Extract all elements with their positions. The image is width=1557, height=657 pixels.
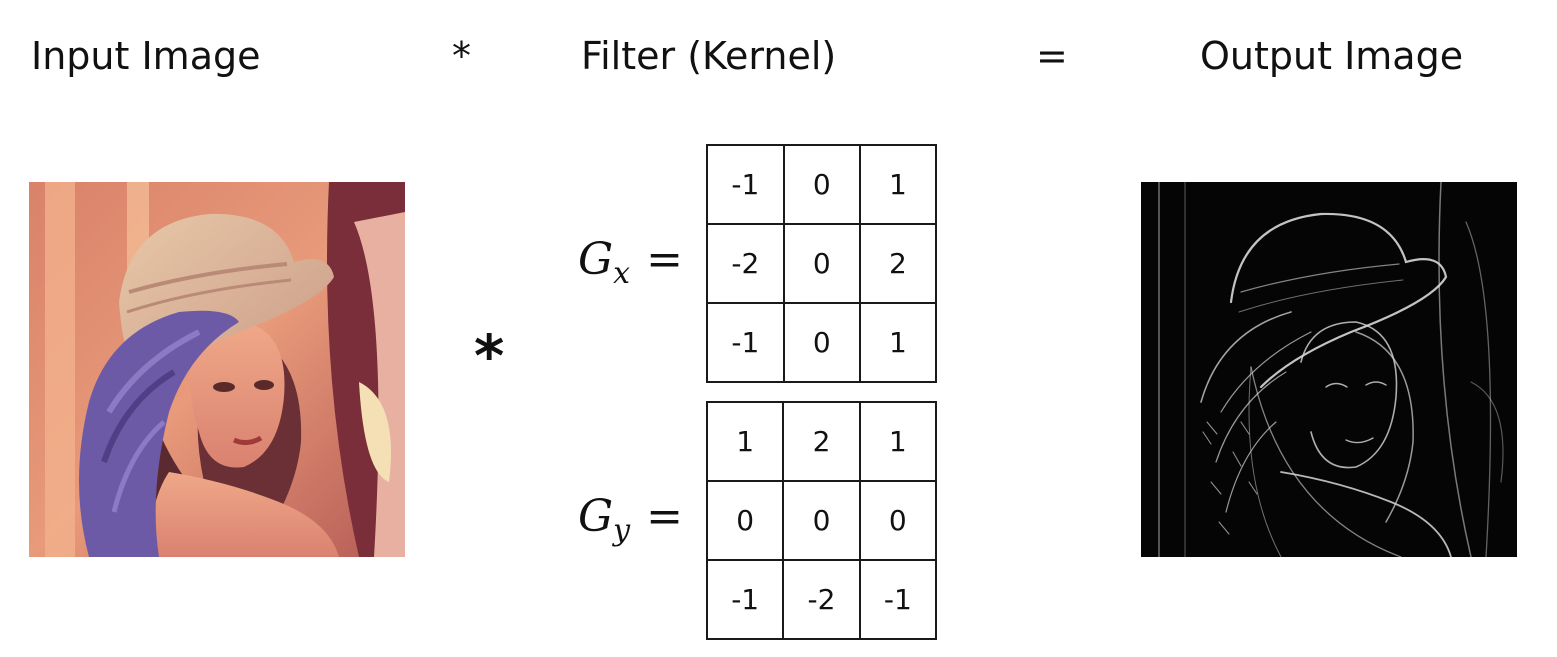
matrix-cell: 0 [782,302,861,383]
gx-symbol: G [578,234,614,285]
convolution-operator: * [452,34,471,78]
equals-operator: = [1036,34,1068,78]
matrix-row: 1 2 1 [705,401,938,482]
matrix-cell: 0 [858,480,938,561]
matrix-cell: 2 [782,401,861,482]
gy-subscript: y [613,513,631,548]
gy-symbol: G [578,491,614,542]
matrix-row: -2 0 2 [706,223,938,304]
matrix-cell: 0 [782,223,861,304]
matrix-row: -1 0 1 [706,144,938,225]
gy-equals: = [646,491,683,542]
matrix-cell: 2 [858,223,938,304]
matrix-row: 0 0 0 [705,480,938,561]
matrix-cell: -1 [858,559,938,640]
output-edge-image [1141,182,1517,557]
gx-equals: = [646,234,683,285]
matrix-cell: 1 [858,302,938,383]
gx-subscript: x [613,256,631,291]
convolution-operator-large: * [474,322,505,390]
matrix-cell: 0 [782,480,861,561]
matrix-row: -1 -2 -1 [705,559,938,640]
input-image-title: Input Image [31,34,261,78]
matrix-cell: 1 [858,144,938,225]
matrix-cell: 0 [782,144,861,225]
matrix-cell: 1 [705,401,785,482]
matrix-cell: -1 [705,559,785,640]
kernel-gx-matrix: -1 0 1 -2 0 2 -1 0 1 [706,144,938,383]
kernel-gy-matrix: 1 2 1 0 0 0 -1 -2 -1 [705,401,938,640]
gx-label: Gx = [578,232,683,302]
matrix-cell: 0 [705,480,785,561]
matrix-cell: 1 [858,401,938,482]
matrix-cell: -2 [706,223,785,304]
filter-kernel-title: Filter (Kernel) [581,34,837,78]
matrix-cell: -1 [706,302,785,383]
gy-label: Gy = [578,489,683,559]
matrix-row: -1 0 1 [706,302,938,383]
input-photo [29,182,405,557]
matrix-cell: -2 [782,559,861,640]
output-image-title: Output Image [1200,34,1464,78]
matrix-cell: -1 [706,144,785,225]
